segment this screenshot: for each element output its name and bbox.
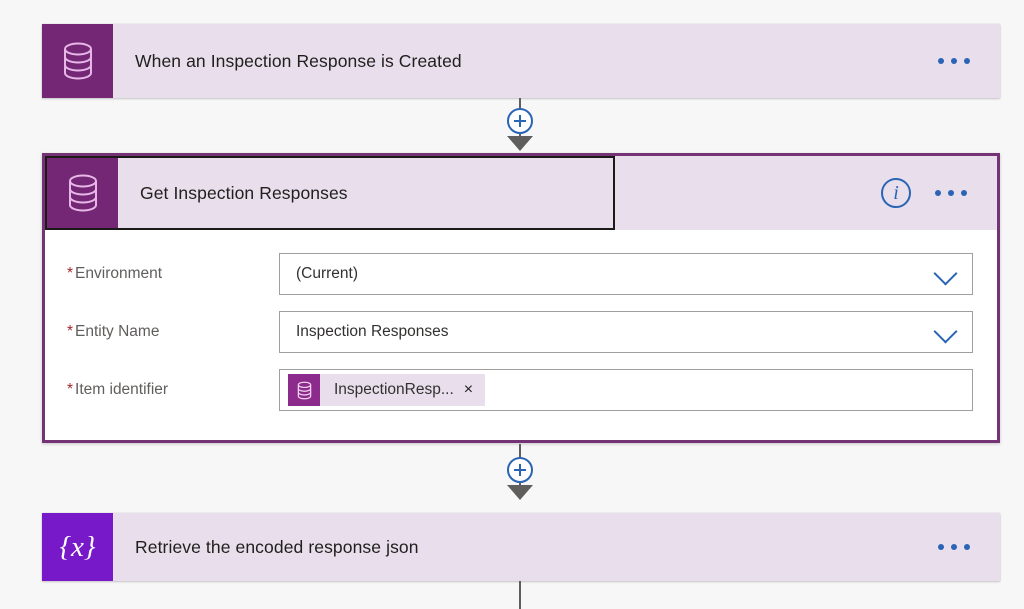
add-step-button[interactable] [507, 457, 533, 483]
field-row-environment: *Environment (Current) [45, 252, 997, 296]
connector-line [519, 444, 521, 459]
field-label-text: Environment [75, 265, 163, 282]
token-label: InspectionResp... [334, 381, 454, 398]
ellipsis-dot [938, 58, 944, 64]
add-step-button[interactable] [507, 108, 533, 134]
selected-card-header[interactable]: Get Inspection Responses i [45, 156, 998, 230]
connector-line [519, 98, 521, 113]
database-icon [42, 24, 113, 98]
database-icon [47, 158, 118, 228]
ellipsis-dot [938, 544, 944, 550]
required-asterisk: * [67, 381, 74, 398]
action-card-title: Retrieve the encoded response json [135, 536, 419, 557]
dynamic-content-token[interactable]: InspectionResp... × [288, 374, 486, 406]
expression-icon: {x} [42, 513, 113, 581]
ellipsis-dot [951, 544, 957, 550]
action-card-header[interactable]: {x} Retrieve the encoded response json [42, 513, 1000, 581]
field-label-text: Item identifier [75, 381, 169, 398]
field-label-item-identifier: *Item identifier [67, 381, 279, 399]
selected-card-header-focus[interactable]: Get Inspection Responses [45, 156, 616, 230]
field-label-entity-name: *Entity Name [67, 323, 279, 341]
expression-icon-glyph: {x} [59, 530, 96, 563]
close-icon[interactable]: × [463, 381, 474, 398]
chevron-down-icon[interactable] [933, 319, 958, 344]
environment-value: (Current) [296, 265, 359, 282]
selected-card-header-actions: i [615, 156, 998, 230]
field-label-text: Entity Name [75, 323, 160, 340]
required-asterisk: * [67, 265, 74, 282]
field-label-environment: *Environment [67, 265, 279, 283]
ellipsis-dot [948, 190, 955, 196]
database-icon [288, 374, 320, 406]
selected-card-title: Get Inspection Responses [140, 182, 348, 203]
trigger-card-title: When an Inspection Response is Created [135, 50, 462, 71]
connector-arrow-icon [507, 136, 533, 151]
connector-arrow-icon [507, 485, 533, 500]
info-icon[interactable]: i [881, 178, 912, 208]
ellipsis-dot [961, 190, 968, 196]
trigger-card[interactable]: When an Inspection Response is Created [42, 24, 1000, 98]
selected-card-body: *Environment (Current) *Entity Name Insp… [45, 230, 997, 412]
environment-dropdown[interactable]: (Current) [279, 253, 973, 295]
ellipsis-dot [964, 544, 970, 550]
ellipsis-dot [951, 58, 957, 64]
trigger-card-header[interactable]: When an Inspection Response is Created [42, 24, 1000, 98]
ellipsis-dot [935, 190, 942, 196]
action-card[interactable]: {x} Retrieve the encoded response json [42, 513, 1000, 581]
entity-name-value: Inspection Responses [296, 323, 449, 340]
required-asterisk: * [67, 323, 74, 340]
action-card-ellipsis-menu[interactable] [938, 544, 1000, 550]
selected-card-ellipsis-menu[interactable] [935, 190, 997, 196]
selected-action-card[interactable]: Get Inspection Responses i *Environment … [42, 153, 1000, 443]
entity-name-dropdown[interactable]: Inspection Responses [279, 311, 973, 353]
chevron-down-icon[interactable] [933, 261, 958, 286]
item-identifier-input[interactable]: InspectionResp... × [279, 369, 973, 411]
ellipsis-dot [964, 58, 970, 64]
connector-line [519, 581, 521, 609]
trigger-card-ellipsis-menu[interactable] [938, 58, 1000, 64]
field-row-item-identifier: *Item identifier InspectionResp... [45, 368, 997, 412]
field-row-entity-name: *Entity Name Inspection Responses [45, 310, 997, 354]
